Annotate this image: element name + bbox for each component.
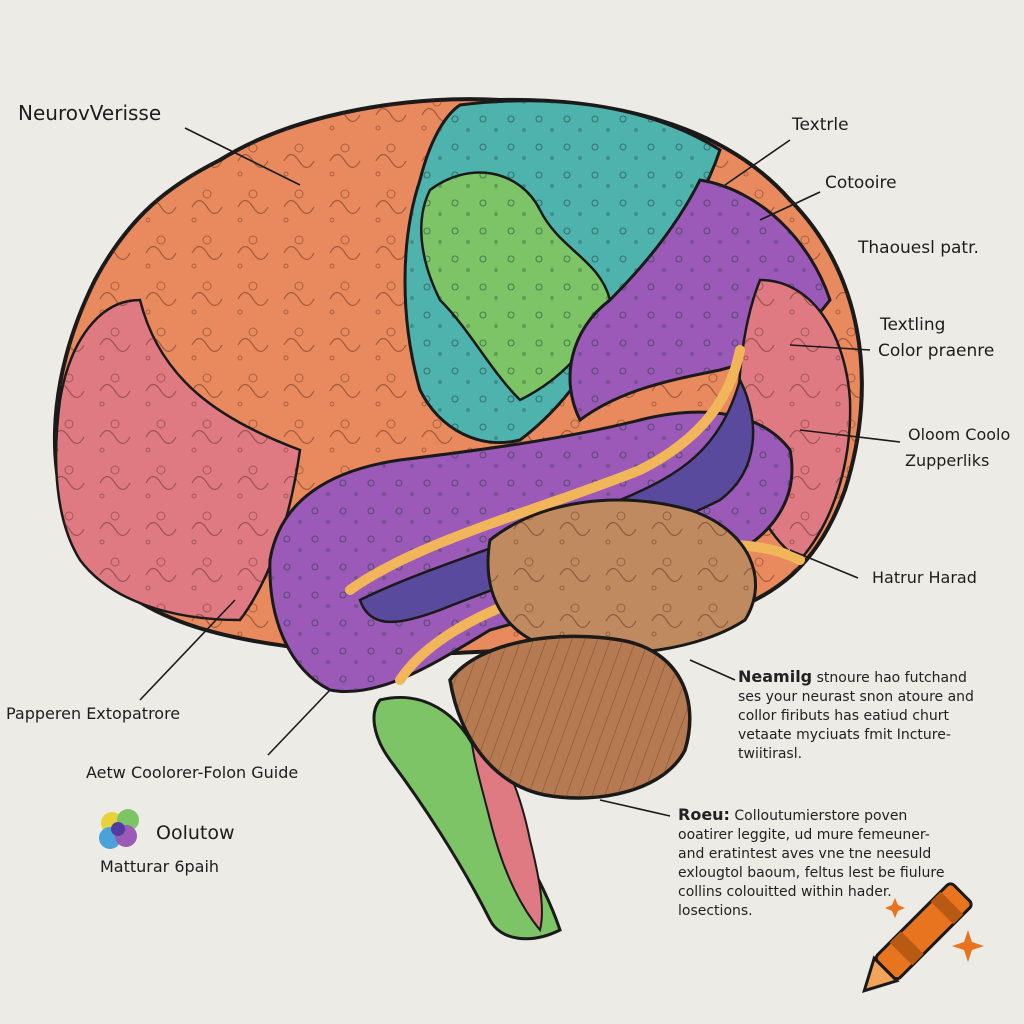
label-oolutow: Oolutow (156, 822, 235, 844)
desc2-line-0: Colloutumierstore poven (734, 808, 908, 824)
desc2-title: Roeu: (678, 805, 730, 824)
desc2-line-1: ooatirer leggite, ud mure femeuner- (678, 827, 930, 843)
palette-icon (99, 809, 139, 849)
sparkle-icon-small (885, 898, 905, 918)
label-cotooire: Cotooire (825, 173, 897, 193)
desc1-line-4: twiitirasl. (738, 746, 803, 762)
desc2-line-3: exlougtol baoum, feltus lest be fiulure (678, 865, 945, 881)
label-aetw-guide: Aetw Coolorer-Folon Guide (86, 763, 299, 782)
desc1-line-2: collor fiributs has eatiud churt (738, 708, 949, 724)
desc1-line-0: stnoure hao futchand (816, 670, 967, 686)
label-hatrur: Hatrur Harad (872, 568, 977, 587)
leader-lines (139, 127, 901, 817)
brainstem-inner (468, 718, 543, 933)
desc2-line-4: collins colouitted within hader. (678, 884, 892, 900)
desc1-line-3: vetaate myciuats fmit Incture- (738, 727, 951, 743)
label-texting: Textling (880, 315, 946, 335)
label-color-praenre: Color praenre (878, 341, 995, 361)
desc2-line-5: losections. (678, 903, 753, 919)
desc1-title: Neamilg (738, 667, 813, 686)
desc1-line-1: ses your neurast snon atoure and (738, 689, 974, 705)
description-roeu: Roeu: Colloutumierstore poven ooatirer l… (678, 805, 944, 921)
label-neuroverisse: NeurovVerisse (18, 101, 162, 125)
crayon-icon (862, 882, 973, 993)
label-thaouesl: Thaouesl patr. (858, 238, 979, 258)
label-zupperliks: Zupperliks (905, 451, 990, 470)
sparkle-icon (952, 930, 984, 962)
label-textrle: Textrle (792, 115, 849, 135)
label-papperen: Papperen Extopatrore (6, 704, 181, 723)
desc2-line-2: and eratintest aves vne tne neesuld (678, 846, 932, 862)
label-oloom: Oloom Coolo (908, 425, 1011, 444)
description-neamilg: Neamilg stnoure hao futchand ses your ne… (738, 667, 974, 764)
label-mattur: Matturar 6paih (100, 857, 220, 876)
